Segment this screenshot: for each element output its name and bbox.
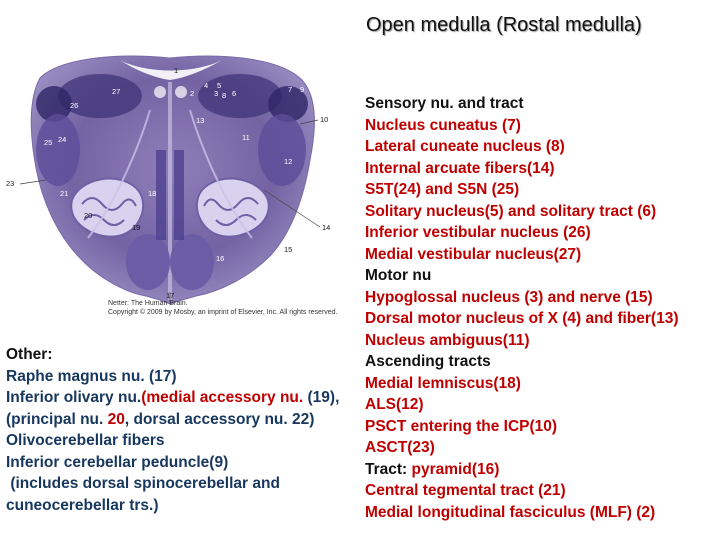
label-4: 4	[204, 81, 208, 90]
item-olivary: Inferior olivary nu.(medial accessory nu…	[6, 387, 362, 430]
tissue-section	[30, 55, 315, 305]
slide-title: Open medulla (Rostal medulla)	[366, 14, 642, 36]
medial-lemniscus-right	[174, 150, 184, 240]
hypoglossal-nerve-right	[189, 109, 253, 239]
label-18: 18	[148, 189, 156, 198]
item-lateral-cuneate: Lateral cuneate nucleus (8)	[365, 138, 565, 155]
leader-line-14	[263, 189, 321, 228]
label-20: 20	[84, 211, 92, 220]
label-3: 3	[214, 89, 218, 98]
fourth-ventricle	[120, 60, 222, 80]
label-10: 10	[320, 115, 328, 124]
label-12: 12	[284, 157, 292, 166]
label-5: 5	[217, 81, 221, 90]
icp-left	[36, 114, 80, 186]
item-other: Other:	[6, 346, 53, 363]
label-19: 19	[132, 223, 140, 232]
cuneate-region-left	[36, 86, 72, 122]
label-8: 8	[222, 91, 226, 100]
medial-lemniscus-left	[156, 150, 166, 240]
right-term-list: Sensory nu. and tract Nucleus cuneatus (…	[365, 93, 717, 523]
item-ambiguus: Nucleus ambiguus(11)	[365, 331, 530, 349]
item-als: ALS(12)	[365, 396, 424, 413]
item-sensory: Sensory nu. and tract	[365, 95, 524, 112]
item-ascending: Ascending tracts	[365, 353, 491, 370]
label-26: 26	[70, 101, 78, 110]
caption-line-1: Netter: The Human Brain.	[108, 300, 188, 307]
pyramid-right	[170, 234, 214, 290]
label-23: 23	[6, 179, 14, 188]
item-inf-vestibular: Inferior vestibular nucleus (26)	[365, 224, 591, 241]
item-solitary: Solitary nucleus(5) and solitary tract (…	[365, 202, 657, 220]
label-1: 1	[174, 66, 178, 75]
item-olivocerebellar: Olivocerebellar fibers	[6, 432, 165, 449]
item-raphe: Raphe magnus nu. (17)	[6, 367, 177, 385]
item-dorsal-motor: Dorsal motor nucleus of X (4) and fiber(…	[365, 310, 679, 327]
hypoglossal-nucleus-left	[154, 86, 166, 98]
label-2: 2	[190, 89, 194, 98]
caption-line-2: Copyright © 2009 by Mosby, an imprint of…	[108, 309, 338, 316]
pyramid-left	[126, 234, 170, 290]
olivary-d: 20	[107, 410, 125, 428]
item-psct: PSCT entering the ICP(10)	[365, 417, 558, 435]
item-tegmental: Central tegmental tract (21)	[365, 482, 566, 499]
cuneate-region-right	[268, 86, 308, 122]
hypoglossal-nucleus-right	[175, 86, 187, 98]
hypoglossal-nerve-left	[87, 109, 151, 239]
medulla-section-figure: 1 2 3 4 5 6 7 8 9 10 11 12 13 14 15 16 1…	[6, 55, 330, 305]
olivary-e: , dorsal accessory nu. 22)	[124, 410, 315, 428]
olivary-a: Inferior olivary nu.	[6, 389, 142, 406]
item-tract: Tract: pyramid(16)	[365, 459, 717, 481]
figure-caption: Netter: The Human Brain. Copyright © 200…	[108, 299, 348, 317]
label-24: 24	[58, 135, 66, 144]
item-s5t: S5T(24) and S5N (25)	[365, 181, 520, 198]
vestibular-region-right	[198, 74, 282, 118]
leader-line-23	[19, 179, 47, 185]
label-13: 13	[196, 116, 204, 125]
left-term-list: Other: Raphe magnus nu. (17) Inferior ol…	[6, 344, 362, 516]
label-9: 9	[300, 85, 304, 94]
tract-pyramid: pyramid(16)	[411, 460, 500, 478]
item-mlf: Medial longitudinal fasciculus (MLF) (2)	[365, 503, 656, 521]
item-icp: Inferior cerebellar peduncle(9)	[6, 453, 229, 471]
tract-prefix: Tract:	[365, 460, 412, 478]
label-11: 11	[242, 133, 250, 142]
vestibular-region-left	[58, 74, 142, 118]
olive-folds-left-2	[83, 214, 125, 226]
olive-folds-right	[203, 197, 259, 211]
label-7: 7	[288, 85, 292, 94]
olivary-c: (19), (principal nu.	[6, 389, 340, 428]
label-6: 6	[232, 89, 236, 98]
item-med-vestibular: Medial vestibular nucleus(27)	[365, 245, 582, 263]
olive-folds-right-2	[215, 214, 257, 226]
item-motor: Motor nu	[365, 267, 432, 284]
label-15: 15	[284, 245, 292, 254]
olive-folds-left	[81, 197, 137, 211]
item-arcuate: Internal arcuate fibers(14)	[365, 159, 555, 177]
item-cuneatus: Nucleus cuneatus (7)	[365, 116, 521, 134]
item-asct: ASCT(23)	[365, 439, 435, 456]
label-14: 14	[322, 223, 330, 232]
leader-line-10	[299, 119, 319, 125]
olivary-b: (medial accessory nu.	[141, 389, 304, 406]
icp-right	[258, 114, 306, 186]
label-21: 21	[60, 189, 68, 198]
item-lemniscus: Medial lemniscus(18)	[365, 374, 521, 392]
label-25: 25	[44, 138, 52, 147]
item-hypoglossal: Hypoglossal nucleus (3) and nerve (15)	[365, 288, 653, 306]
label-16: 16	[216, 254, 224, 263]
item-icp-note: (includes dorsal spinocerebellar and cun…	[6, 475, 285, 514]
label-17: 17	[166, 291, 174, 300]
label-27: 27	[112, 87, 120, 96]
